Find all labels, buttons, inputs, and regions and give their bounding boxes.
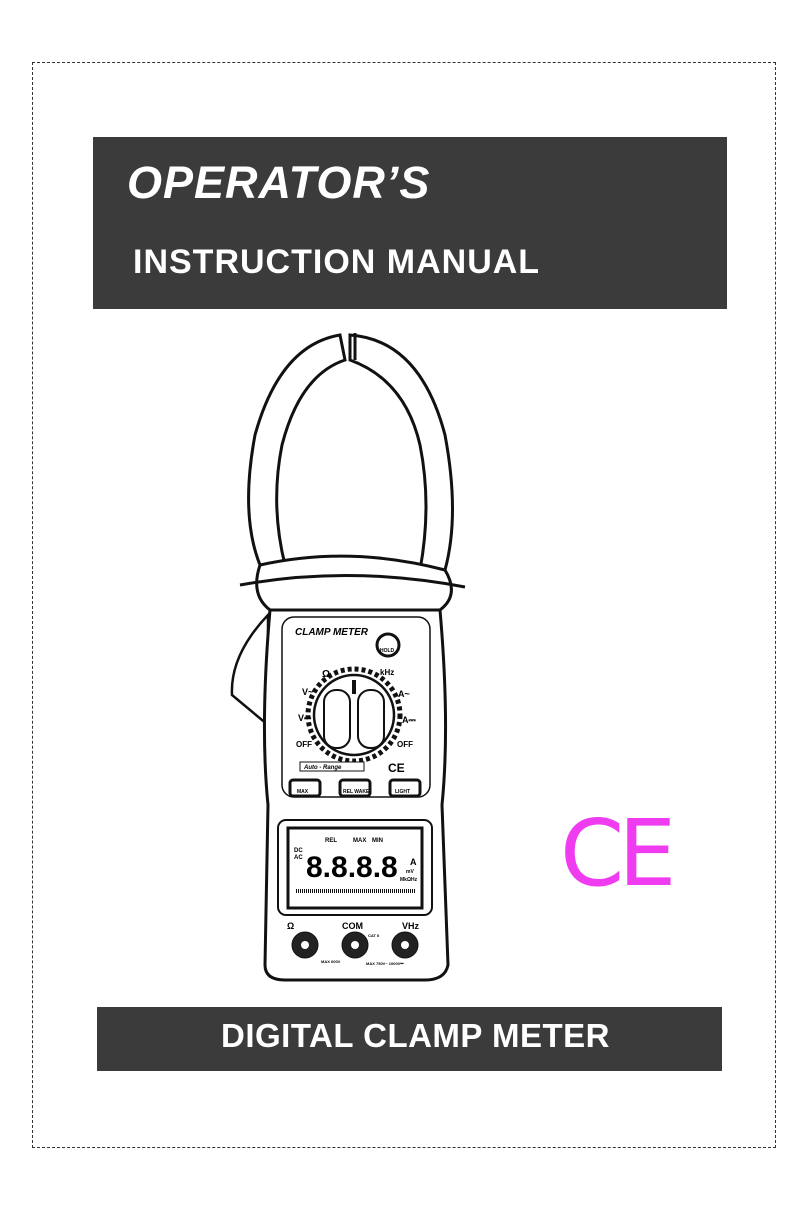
page-border bbox=[32, 62, 776, 1148]
svg-text:REL: REL bbox=[325, 838, 337, 844]
rotary-dial bbox=[312, 673, 396, 757]
svg-text:A⎓: A⎓ bbox=[402, 715, 416, 725]
hold-label: HOLD bbox=[380, 648, 395, 654]
svg-text:MAX 750V~ 1000V⎓: MAX 750V~ 1000V⎓ bbox=[366, 961, 404, 966]
lcd-digits: 8.8.8.8 bbox=[306, 851, 398, 884]
svg-text:Ω: Ω bbox=[287, 921, 294, 931]
svg-text:MIN: MIN bbox=[372, 838, 383, 844]
title-banner: OPERATOR’S INSTRUCTION MANUAL bbox=[93, 137, 727, 309]
svg-text:A~: A~ bbox=[398, 689, 410, 699]
hold-button bbox=[375, 632, 401, 658]
meter-buttons: MAX REL WAKE LIGHT bbox=[288, 778, 422, 798]
svg-text:MkΩHz: MkΩHz bbox=[400, 877, 418, 883]
auto-range-label: Auto - Range bbox=[303, 765, 342, 771]
product-title: DIGITAL CLAMP METER bbox=[221, 1017, 610, 1054]
svg-text:VHz: VHz bbox=[402, 921, 420, 931]
svg-text:mV: mV bbox=[406, 869, 414, 875]
svg-text:MAX: MAX bbox=[297, 789, 309, 795]
svg-text:kHz: kHz bbox=[380, 668, 394, 677]
svg-text:MAX: MAX bbox=[353, 838, 366, 844]
svg-text:A: A bbox=[410, 857, 417, 867]
svg-text:CAT II: CAT II bbox=[368, 933, 379, 938]
clamp-meter-illustration: CLAMP METER HOLD Ω kHz V~ V⎓ A~ A⎓ OFF O… bbox=[230, 333, 466, 982]
svg-text:CE: CE bbox=[388, 761, 405, 775]
meter-brand-label: CLAMP METER bbox=[295, 627, 369, 638]
svg-text:V~: V~ bbox=[302, 687, 313, 697]
svg-text:V⎓: V⎓ bbox=[298, 713, 312, 723]
lcd-display bbox=[286, 826, 424, 910]
svg-text:COM: COM bbox=[342, 921, 363, 931]
title-instruction-manual: INSTRUCTION MANUAL bbox=[133, 243, 541, 281]
title-operators: OPERATOR’S bbox=[127, 157, 431, 208]
product-banner: DIGITAL CLAMP METER bbox=[97, 1007, 722, 1071]
svg-text:LIGHT: LIGHT bbox=[395, 789, 410, 795]
svg-text:Ω: Ω bbox=[322, 669, 330, 680]
ce-mark: CE bbox=[560, 800, 676, 907]
svg-text:DC: DC bbox=[294, 848, 303, 854]
svg-text:MAX 600V: MAX 600V bbox=[321, 959, 341, 964]
svg-text:OFF: OFF bbox=[397, 740, 413, 749]
svg-text:OFF: OFF bbox=[296, 740, 312, 749]
svg-text:REL WAKE: REL WAKE bbox=[343, 789, 370, 795]
svg-text:AC: AC bbox=[294, 855, 303, 861]
